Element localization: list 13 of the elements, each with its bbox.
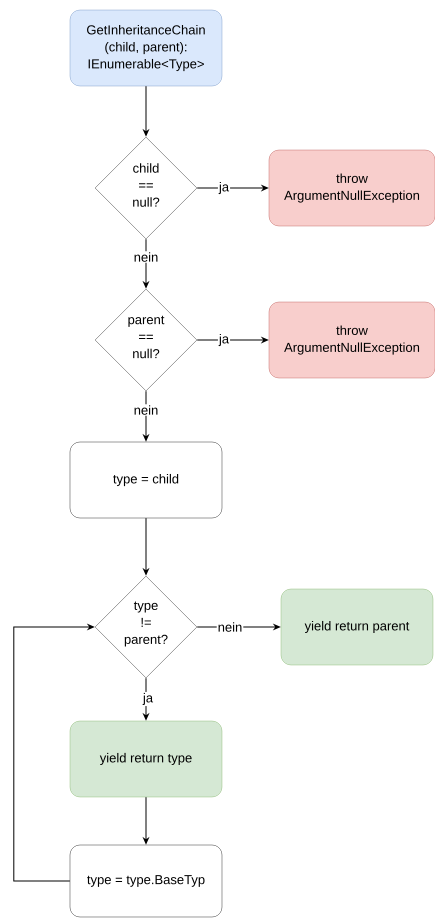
edge-label: ja [142, 692, 154, 706]
process-box: yield return type [70, 720, 222, 798]
edge-label: nein [132, 404, 160, 416]
edge-label: nein [132, 251, 160, 263]
process-box: GetInheritanceChain (child, parent): IEnumerable<Type> [70, 10, 222, 86]
edge-label: nein [216, 621, 244, 633]
process-box: type = type.BaseTyp [70, 844, 222, 918]
process-box: throw ArgumentNullException [268, 302, 435, 378]
edge-label: ja [218, 180, 230, 196]
edge-label: ja [218, 332, 230, 348]
process-box: type = child [70, 442, 222, 518]
process-box: throw ArgumentNullException [268, 150, 435, 226]
process-box: yield return parent [280, 588, 434, 666]
